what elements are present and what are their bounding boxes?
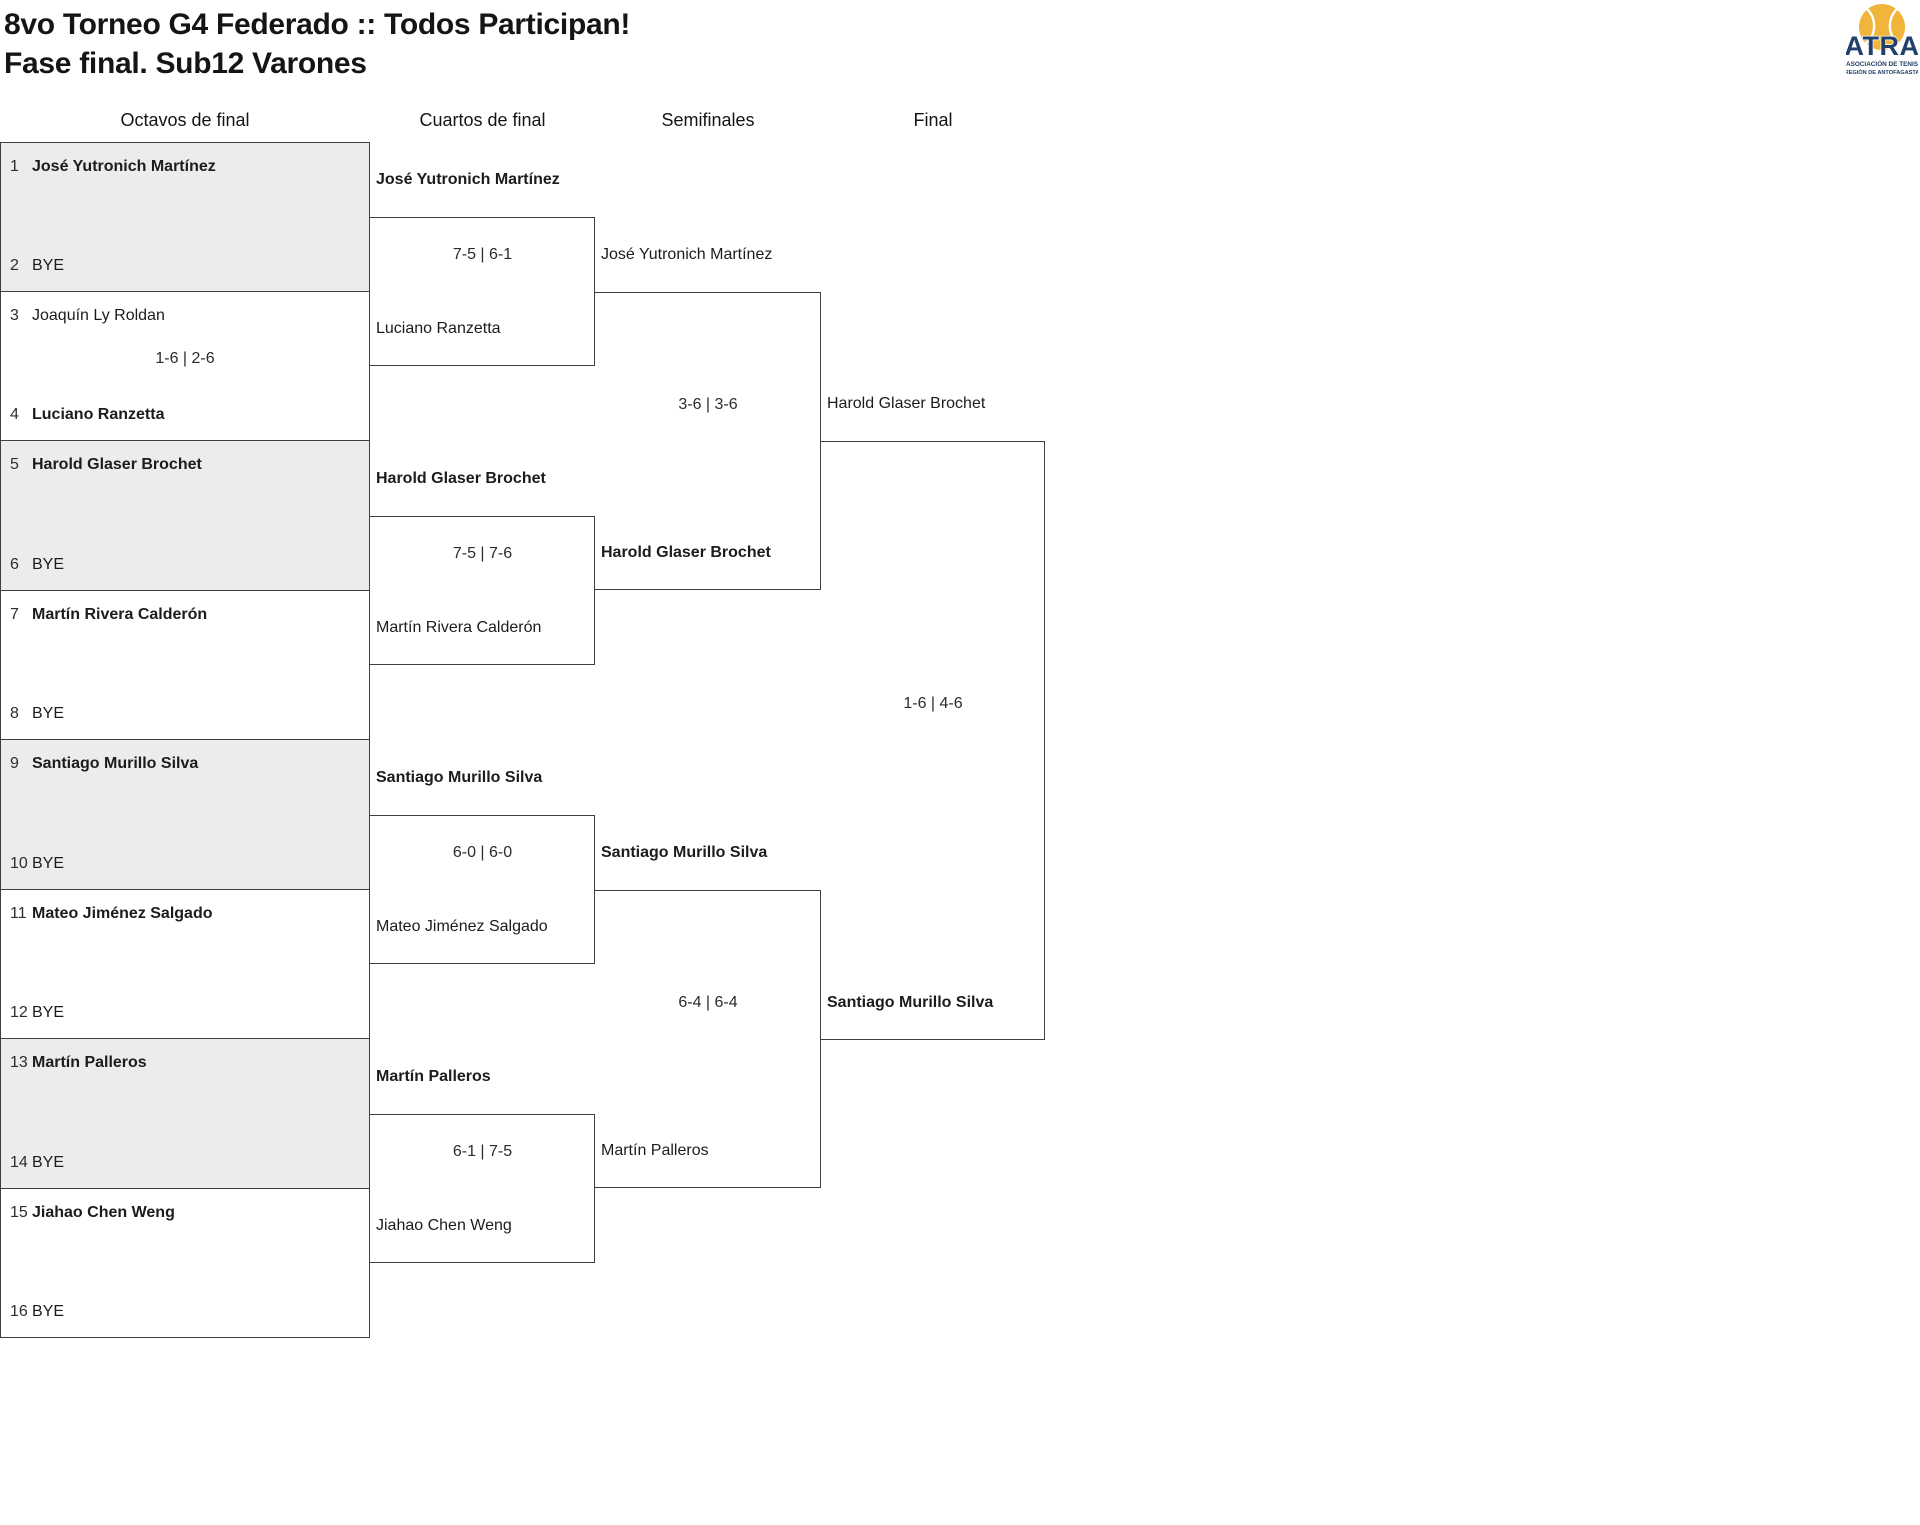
qf2-player2: Martín Rivera Calderón — [376, 619, 542, 636]
seed-number: 6 — [10, 556, 19, 573]
ball-seam-right — [1888, 7, 1900, 45]
qf1-connector — [370, 217, 595, 366]
r16-entry-6: 6 BYE — [1, 550, 369, 580]
page-title-line2: Fase final. Sub12 Varones — [4, 47, 367, 80]
atra-logo-graphic: ATRA ASOCIACIÓN DE TENIS REGIÓN DE ANTOF… — [1844, 4, 1920, 76]
r16-entry-5: 5 Harold Glaser Brochet — [1, 450, 369, 480]
seed-number: 7 — [10, 606, 19, 623]
final-score: 1-6 | 4-6 — [903, 695, 963, 712]
player-name: José Yutronich Martínez — [32, 158, 216, 175]
player-name: BYE — [32, 257, 65, 274]
column-header-octavos: Octavos de final — [120, 110, 250, 130]
r16-entry-15: 15 Jiahao Chen Weng — [1, 1198, 369, 1228]
player-name: BYE — [32, 556, 65, 573]
player-name: BYE — [32, 1154, 65, 1171]
r16-entry-16: 16 BYE — [1, 1297, 369, 1327]
player-name: Martín Rivera Calderón — [32, 606, 208, 623]
player-name: BYE — [32, 1303, 65, 1320]
qf3-player2: Mateo Jiménez Salgado — [376, 918, 548, 935]
seed-number: 12 — [10, 1004, 28, 1021]
sf1-player2: Harold Glaser Brochet — [601, 544, 771, 561]
seed-number: 11 — [10, 905, 27, 922]
seed-number: 2 — [10, 257, 19, 274]
player-name: Luciano Ranzetta — [32, 406, 165, 423]
seed-number: 13 — [10, 1054, 28, 1071]
qf3-score: 6-0 | 6-0 — [452, 844, 513, 861]
r16-match-1-box: 1 José Yutronich Martínez 2 BYE — [0, 142, 370, 292]
qf3-connector — [370, 815, 595, 964]
player-name: Mateo Jiménez Salgado — [32, 905, 213, 922]
seed-number: 3 — [10, 307, 19, 324]
logo-acronym: ATRA — [1846, 31, 1918, 61]
seed-number: 15 — [10, 1204, 28, 1221]
seed-number: 5 — [10, 456, 19, 473]
player-name: BYE — [32, 705, 65, 722]
r16-entry-14: 14 BYE — [1, 1148, 369, 1178]
r16-entry-12: 12 BYE — [1, 998, 369, 1028]
qf2-player1: Harold Glaser Brochet — [376, 470, 546, 487]
column-header-final: Final — [913, 110, 953, 130]
r16-match-5-box: 9 Santiago Murillo Silva 10 BYE — [0, 739, 370, 890]
r16-entry-7: 7 Martín Rivera Calderón — [1, 600, 369, 630]
sf2-player2: Martín Palleros — [601, 1142, 709, 1159]
r16-entry-1: 1 José Yutronich Martínez — [1, 152, 369, 182]
seed-number: 8 — [10, 705, 19, 722]
qf2-score: 7-5 | 7-6 — [452, 545, 513, 562]
sf1-player1: José Yutronich Martínez — [601, 246, 773, 263]
player-name: Jiahao Chen Weng — [32, 1204, 175, 1221]
sf1-connector — [595, 292, 821, 590]
seed-number: 1 — [10, 158, 19, 175]
page-title: 8vo Torneo G4 Federado :: Todos Particip… — [4, 5, 630, 83]
column-header-cuartos: Cuartos de final — [419, 110, 546, 130]
atra-logo: ATRA ASOCIACIÓN DE TENIS REGIÓN DE ANTOF… — [1844, 2, 1920, 78]
sf2-score: 6-4 | 6-4 — [678, 994, 738, 1011]
r16-match-2-box: 3 Joaquín Ly Roldan 1-6 | 2-6 4 Luciano … — [0, 291, 370, 441]
qf1-score: 7-5 | 6-1 — [452, 246, 513, 263]
seed-number: 9 — [10, 755, 19, 772]
sf2-connector — [595, 890, 821, 1188]
seed-number: 10 — [10, 855, 28, 872]
logo-subtitle-1: ASOCIACIÓN DE TENIS — [1846, 59, 1918, 68]
r16-match-8-box: 15 Jiahao Chen Weng 16 BYE — [0, 1188, 370, 1338]
r16-match-7-box: 13 Martín Palleros 14 BYE — [0, 1038, 370, 1189]
qf4-player2: Jiahao Chen Weng — [376, 1217, 512, 1234]
page-title-line1: 8vo Torneo G4 Federado :: Todos Particip… — [4, 8, 631, 41]
r16-entry-11: 11 Mateo Jiménez Salgado — [1, 899, 369, 929]
final-player1: Harold Glaser Brochet — [827, 395, 986, 412]
qf1-player1: José Yutronich Martínez — [376, 171, 560, 188]
player-name: BYE — [32, 1004, 65, 1021]
qf4-connector — [370, 1114, 595, 1263]
qf1-player2: Luciano Ranzetta — [376, 320, 501, 337]
seed-number: 14 — [10, 1154, 28, 1171]
player-name: BYE — [32, 855, 65, 872]
r16-match-3-box: 5 Harold Glaser Brochet 6 BYE — [0, 440, 370, 591]
r16-match-6-box: 11 Mateo Jiménez Salgado 12 BYE — [0, 889, 370, 1039]
r16-entry-13: 13 Martín Palleros — [1, 1048, 369, 1078]
sf2-player1: Santiago Murillo Silva — [601, 844, 768, 861]
qf3-player1: Santiago Murillo Silva — [376, 769, 543, 786]
column-header-semifinales: Semifinales — [661, 110, 755, 130]
r16-entry-4: 4 Luciano Ranzetta — [1, 400, 369, 430]
logo-subtitle-2: REGIÓN DE ANTOFAGASTA — [1846, 68, 1918, 76]
seed-number: 16 — [10, 1303, 28, 1320]
player-name: Santiago Murillo Silva — [32, 755, 199, 772]
match-score: 1-6 | 2-6 — [155, 350, 215, 367]
r16-entry-10: 10 BYE — [1, 849, 369, 879]
sf1-score: 3-6 | 3-6 — [678, 396, 738, 413]
qf4-player1: Martín Palleros — [376, 1068, 491, 1085]
r16-entry-3: 3 Joaquín Ly Roldan — [1, 301, 369, 331]
r16-entry-2: 2 BYE — [1, 251, 369, 281]
final-connector — [821, 441, 1045, 1040]
ball-seam-left — [1864, 7, 1876, 45]
seed-number: 4 — [10, 406, 19, 423]
player-name: Harold Glaser Brochet — [32, 456, 202, 473]
player-name: Martín Palleros — [32, 1054, 147, 1071]
r16-entry-8: 8 BYE — [1, 699, 369, 729]
qf2-connector — [370, 516, 595, 665]
qf4-score: 6-1 | 7-5 — [452, 1143, 513, 1160]
final-player2: Santiago Murillo Silva — [827, 994, 994, 1011]
r16-match-4-box: 7 Martín Rivera Calderón 8 BYE — [0, 590, 370, 740]
r16-entry-9: 9 Santiago Murillo Silva — [1, 749, 369, 779]
player-name: Joaquín Ly Roldan — [32, 307, 165, 324]
